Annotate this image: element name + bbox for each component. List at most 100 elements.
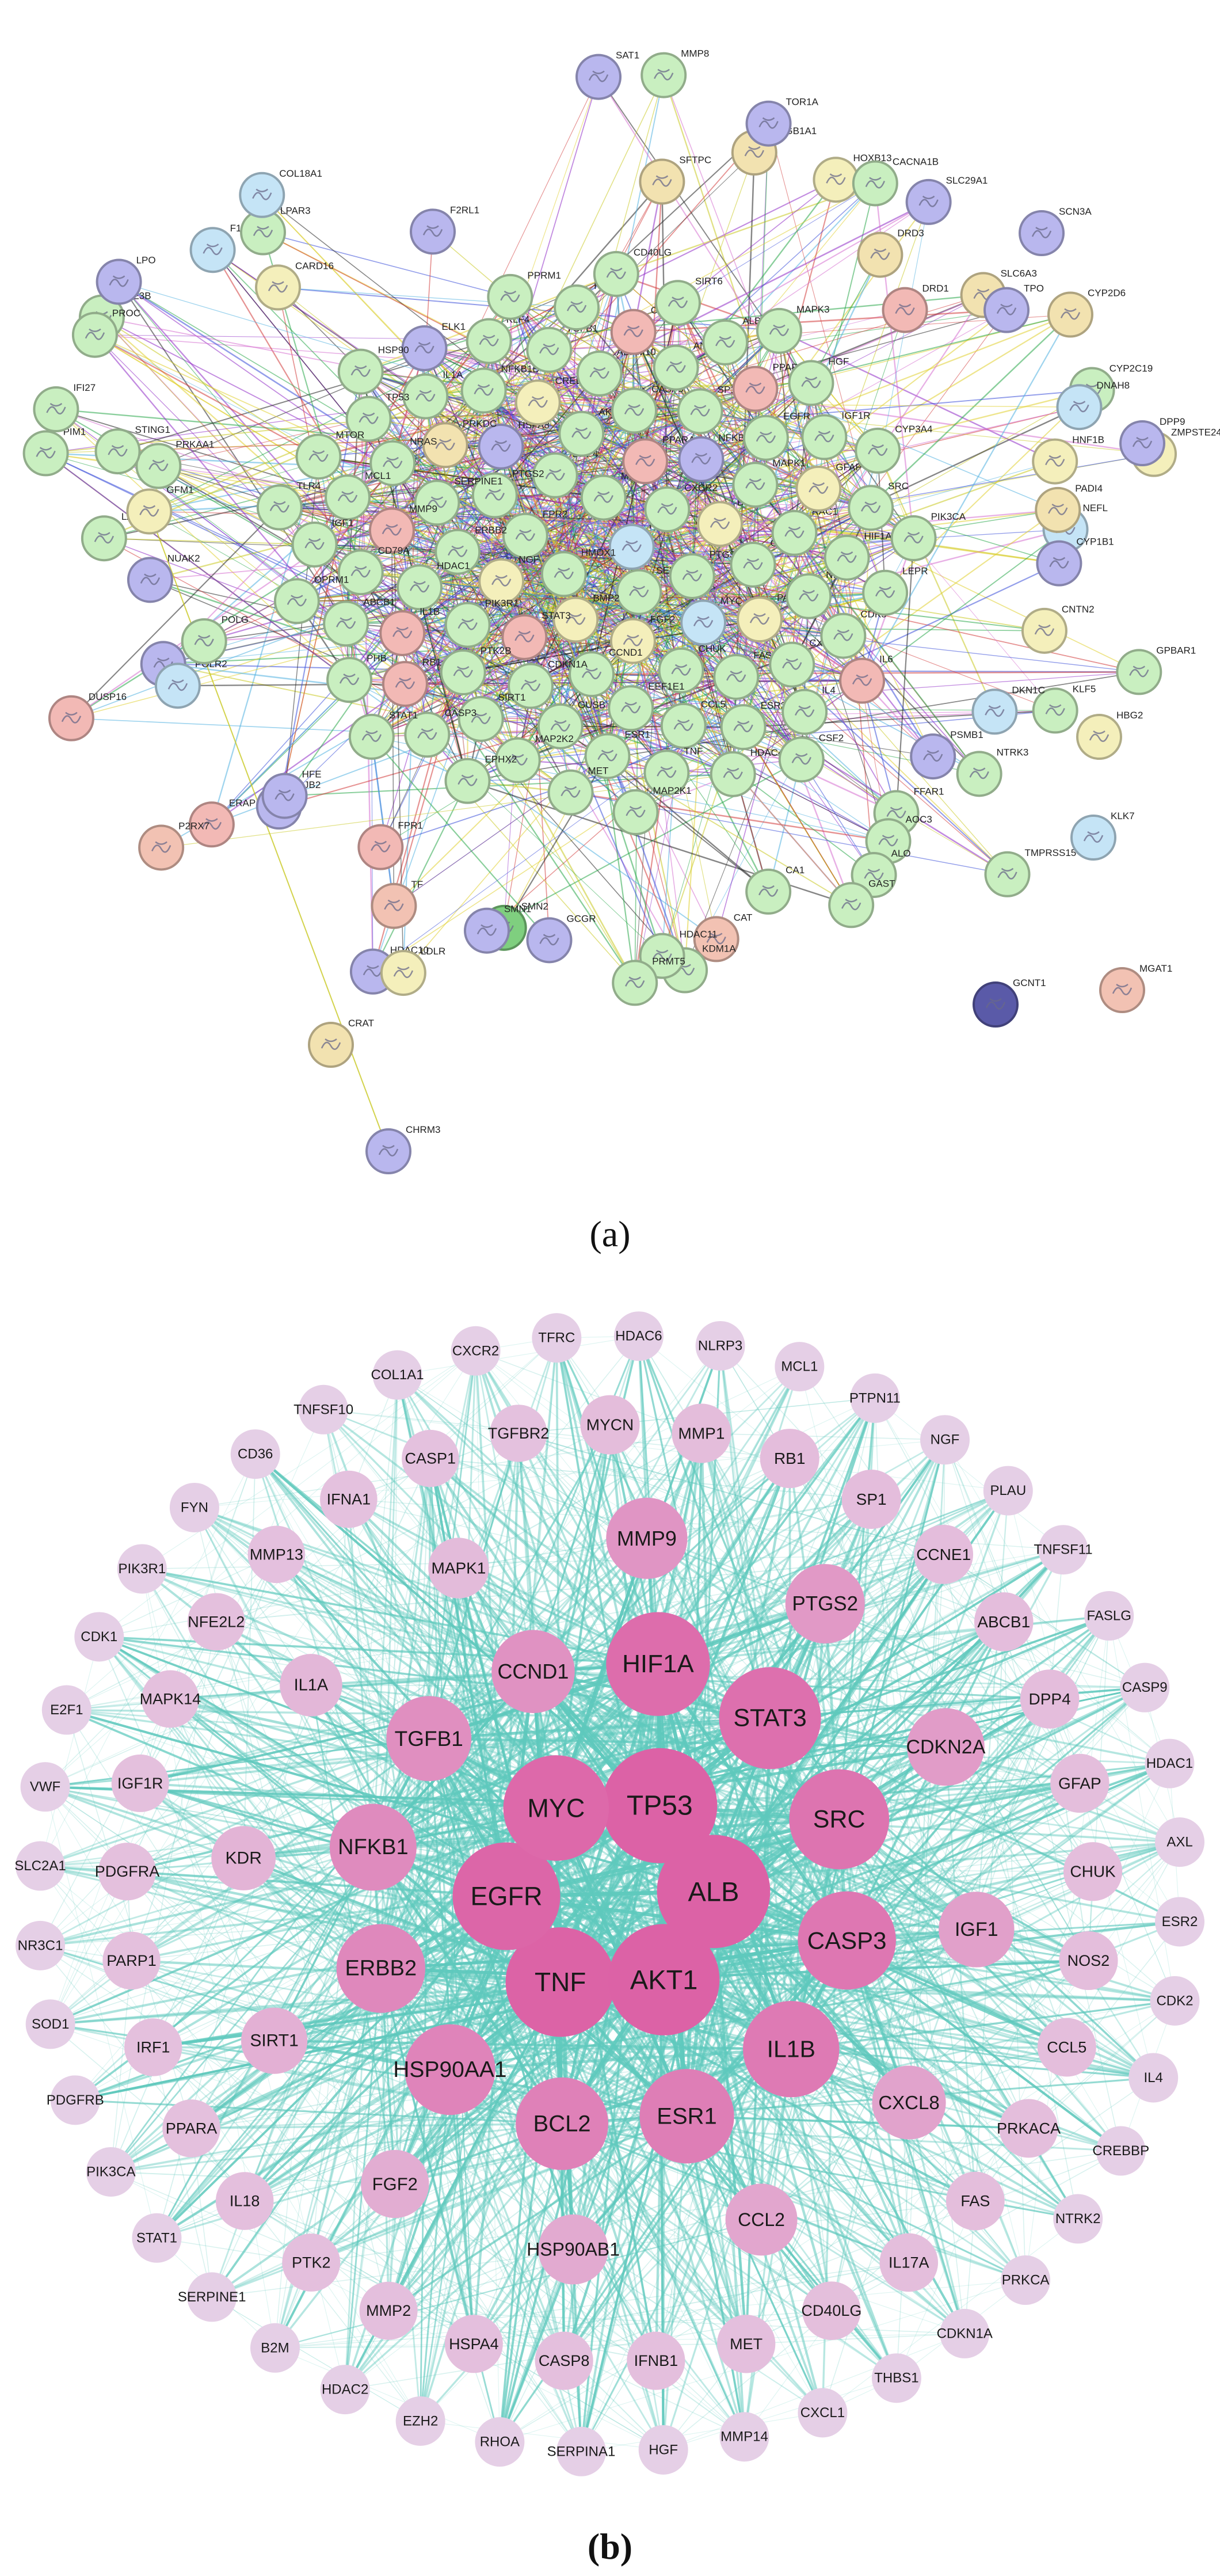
panel-a-node-structure (1045, 455, 1065, 467)
panel-a-node-label: CARD16 (295, 260, 334, 271)
panel-b-node-circle (725, 2183, 798, 2256)
panel-b-node-circle (946, 2171, 1005, 2231)
panel-b-node-tnfsf11: TNFSF11 (1034, 1525, 1093, 1575)
panel-b-node-label: EZH2 (403, 2413, 438, 2429)
panel-a-node-padi4: PADI4 (1035, 483, 1103, 533)
panel-a-node-hfe: HFE (261, 769, 322, 819)
panel-a-edge (118, 281, 464, 673)
panel-b-edge (838, 1762, 1170, 1821)
panel-a-node-lpar3: LPAR3 (240, 206, 311, 256)
panel-a-node-label: FPR2 (543, 509, 567, 520)
panel-b-edge (846, 1615, 1110, 1941)
panel-b-node-casp3: CASP3 (798, 1891, 896, 1990)
panel-a-node-sirt1: SIRT1 (458, 692, 526, 742)
panel-b-edge (216, 1622, 582, 2452)
panel-b-node-label: PARP1 (106, 1952, 157, 1969)
panel-a-edge (501, 509, 668, 582)
panel-a-node-polg: POLG (181, 614, 249, 664)
panel-a-node-aoc3: AOC3 (865, 814, 932, 865)
panel-a-node-label: ESR2 (761, 700, 786, 711)
panel-a-node-label: CXCR2 (684, 482, 718, 493)
panel-b-edge (686, 2115, 824, 2414)
panel-b-node-label: SERPINE1 (178, 2289, 246, 2305)
panel-b-edge (458, 1433, 702, 1569)
panel-a-node-structure (833, 629, 853, 641)
panel-b-node-label: CDKN1A (937, 2326, 993, 2341)
panel-a-node-structure (253, 226, 273, 238)
panel-b-edge (790, 1698, 1051, 2050)
panel-a-node-ldlr: LDLR (380, 946, 445, 996)
panel-a-node-label: CYP2C19 (1110, 363, 1153, 374)
panel-a-node-structure (875, 586, 895, 598)
panel-a-node-structure (304, 538, 325, 550)
panel-a-node-label: HOXB13 (853, 153, 891, 163)
panel-b-edge (712, 1554, 945, 1893)
panel-a-node-structure (350, 566, 371, 578)
panel-a-node-psmb1: PSMB1 (910, 729, 983, 780)
panel-a-node-structure (623, 325, 643, 337)
panel-a-node-label: AOC3 (906, 814, 932, 825)
panel-b-node-circle (299, 1384, 349, 1435)
panel-a-node-myc: MYC (680, 596, 742, 646)
panel-b-edge (654, 1980, 665, 2361)
panel-b-node-circle (1038, 1525, 1088, 1575)
panel-b-node-circle (1050, 1753, 1110, 1813)
panel-a-node-fgf2: FGF2 (609, 614, 675, 664)
panel-a-node-casp3: CASP3 (404, 707, 476, 758)
panel-b-edge (561, 2123, 747, 2345)
panel-a-node-label: ALO (891, 848, 911, 859)
panel-b-node-label: HIF1A (622, 1650, 694, 1678)
panel-b-edge (712, 1398, 876, 1892)
panel-b-node-mmp14: MMP14 (719, 2412, 769, 2462)
panel-b-node-label: CCND1 (497, 1660, 569, 1683)
panel-b-node-circle (247, 1525, 306, 1584)
panel-a-node-map2k2: MAP2K2 (494, 733, 574, 783)
panel-b-node-circle (798, 2388, 848, 2438)
panel-a-node-prmt5: PRMT5 (612, 956, 685, 1006)
panel-a-node-gfm1: GFM1 (126, 485, 194, 535)
panel-b-node-hgf: HGF (638, 2425, 688, 2475)
panel-b-node-src: SRC (789, 1769, 890, 1870)
panel-a-node-stat1: STAT1 (348, 710, 418, 760)
panel-a-node-structure (566, 301, 587, 313)
panel-b-node-circle (402, 1429, 459, 1487)
panel-a-edge (779, 330, 1055, 462)
panel-b-node-label: IGF1R (117, 1775, 163, 1792)
panel-a-node-label: NFKB1B (501, 364, 539, 375)
panel-b-node-circle (602, 1748, 718, 1863)
panel-a-node-label: TP53 (386, 392, 410, 403)
panel-a-node-structure (194, 634, 214, 646)
panel-b-node-serpine1: SERPINE1 (178, 2272, 246, 2322)
panel-b-node-label: CDK1 (81, 1629, 117, 1645)
panel-b-edge (498, 2123, 563, 2442)
panel-b-node-bcl2: BCL2 (516, 2077, 608, 2170)
panel-a-node-label: GCGR (566, 913, 596, 924)
panel-b-node-label: PTGS2 (792, 1593, 858, 1615)
panel-a-node-label: PRMT5 (652, 956, 685, 967)
panel-b-node-il4: IL4 (1128, 2053, 1179, 2103)
panel-b-edge (323, 1409, 1008, 1491)
panel-a-node-structure (321, 1038, 341, 1050)
panel-a-node-label: HDAC4 (750, 747, 784, 758)
panel-a-node-label: ELK1 (441, 321, 466, 332)
panel-a-node-sftpc: SFTPC (639, 155, 711, 205)
panel-a-node-label: CNTN2 (1062, 604, 1095, 615)
panel-b-node-circle (41, 1685, 92, 1735)
panel-a-edge (314, 444, 446, 545)
panel-a-node-structure (350, 365, 371, 377)
panel-a-node-label: DKN1C (1012, 684, 1045, 695)
panel-b-node-label: SRC (813, 1805, 866, 1833)
panel-b-edge (40, 1846, 373, 1867)
panel-b-node-mycn: MYCN (580, 1395, 640, 1455)
panel-b-edge (397, 1335, 639, 1376)
panel-b-edge (846, 1687, 1146, 1942)
panel-b-edge (50, 1453, 256, 2025)
panel-b-edge (789, 1458, 1093, 1872)
panel-a-node-klf5: KLF5 (1032, 683, 1096, 734)
panel-b-node-ifnb1: IFNB1 (627, 2331, 685, 2390)
panel-b-edge (372, 1458, 432, 1848)
panel-a-node-structure (545, 469, 565, 481)
panel-a-node-phb: PHB (326, 653, 387, 703)
panel-a-node-structure (1129, 665, 1149, 678)
panel-b-edge (388, 2128, 1029, 2312)
